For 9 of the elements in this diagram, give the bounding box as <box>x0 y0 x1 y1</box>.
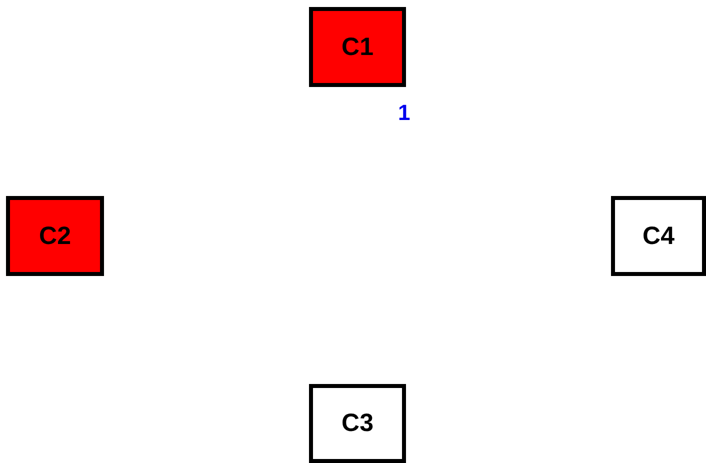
node-label: C1 <box>342 32 374 62</box>
node-box <box>309 384 406 463</box>
node-box <box>6 196 104 276</box>
number-label: 1 <box>398 100 410 126</box>
node-box <box>309 7 406 87</box>
node-box <box>611 196 706 276</box>
node-label: C4 <box>642 222 674 250</box>
node-label: C2 <box>39 222 71 250</box>
node-label: C3 <box>342 409 374 438</box>
